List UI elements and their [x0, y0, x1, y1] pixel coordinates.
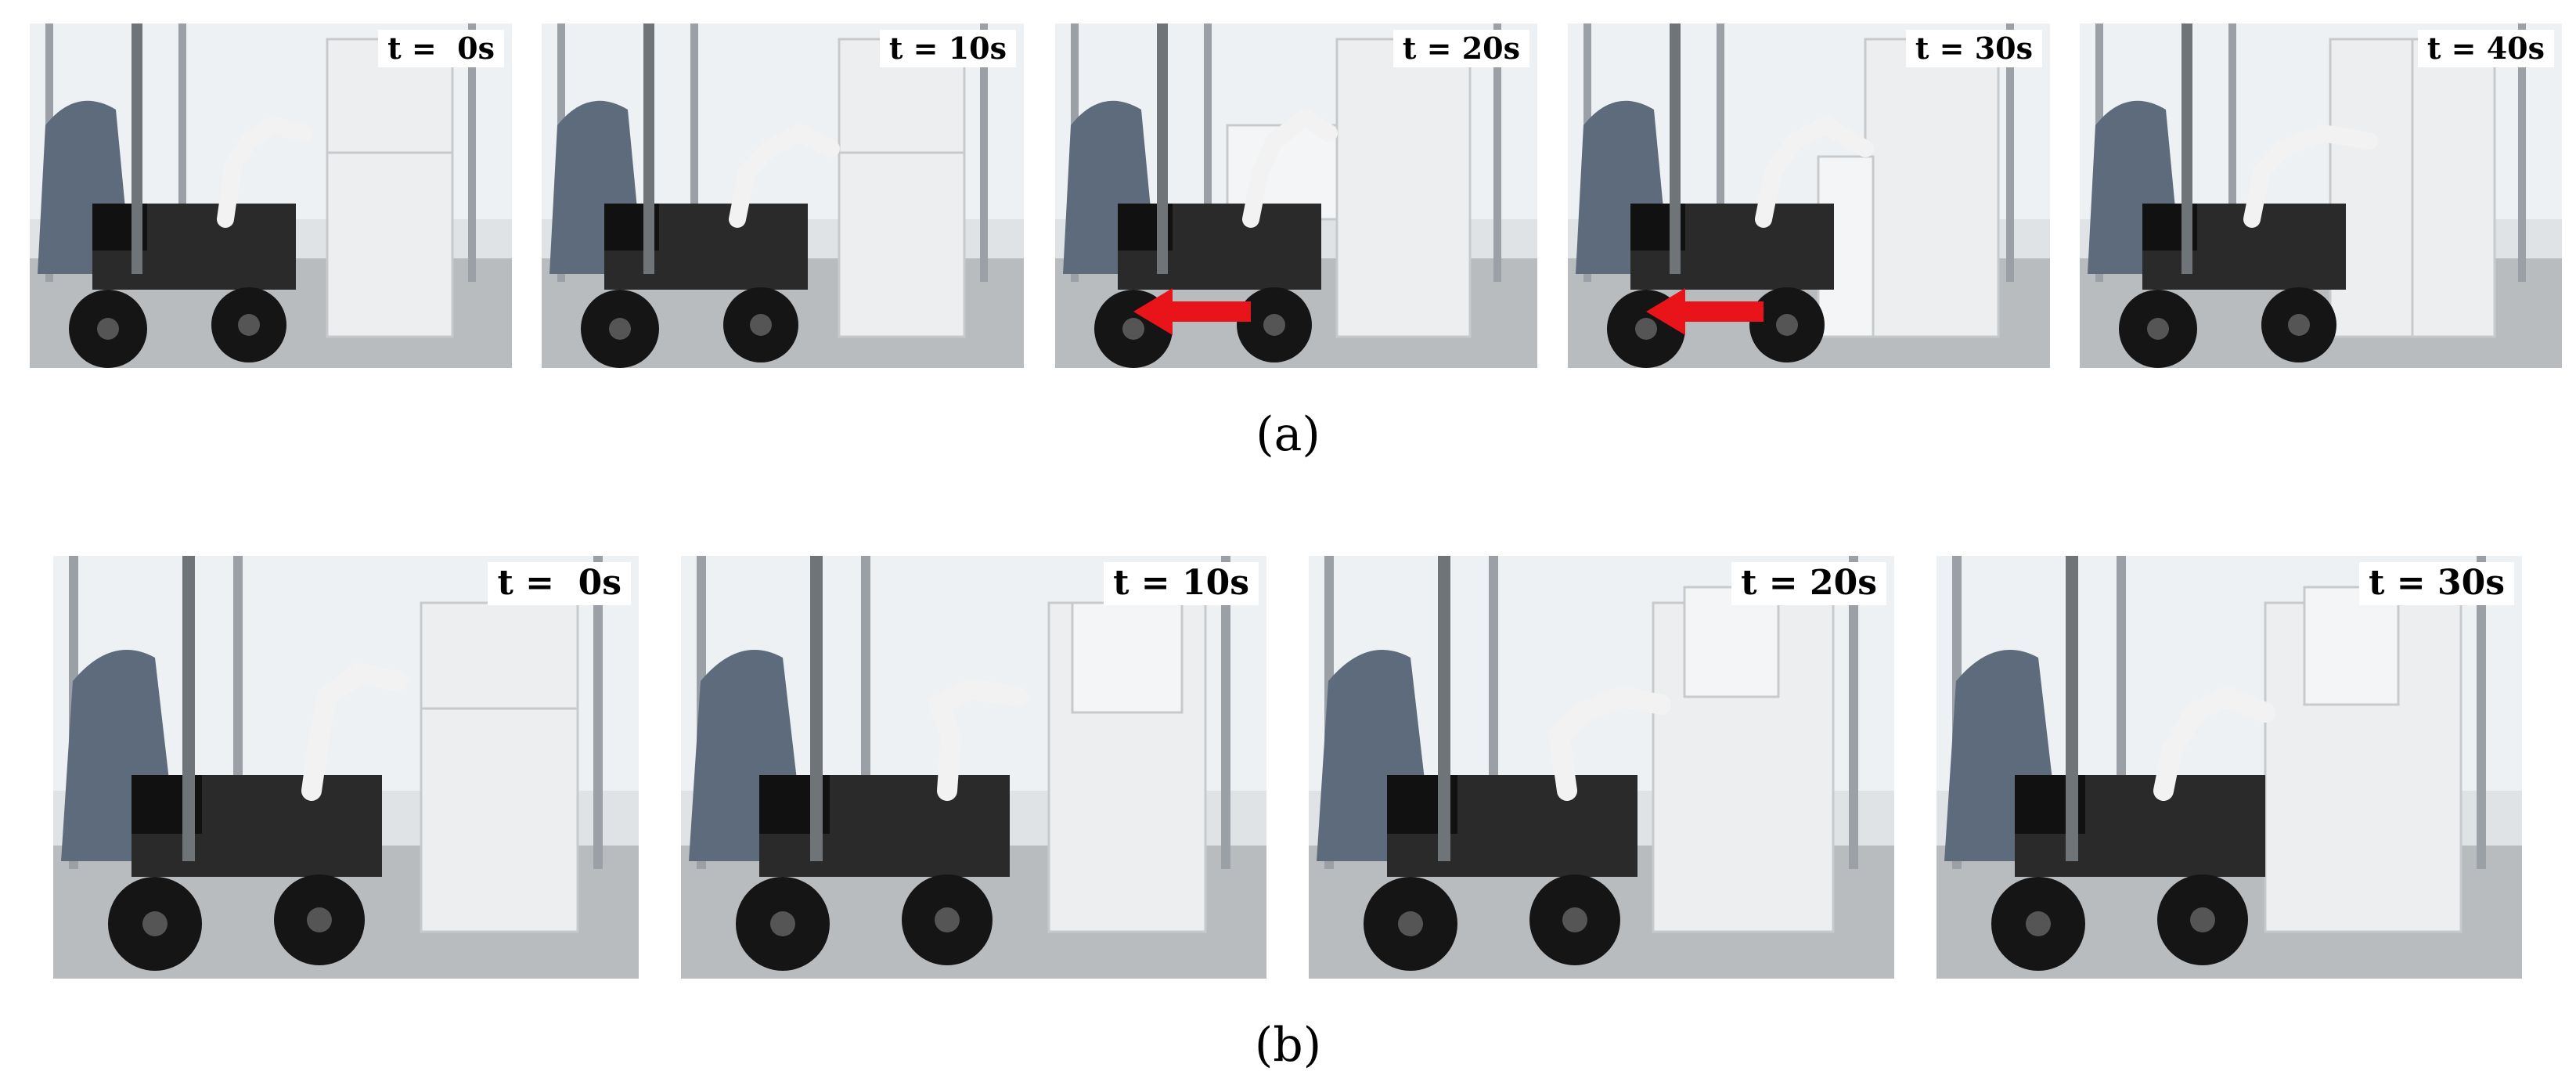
scene-image	[542, 23, 1024, 368]
scene-image	[30, 23, 512, 368]
time-label: t = 10s	[879, 30, 1016, 67]
motion-arrow-icon	[1133, 288, 1251, 335]
scene-image	[681, 556, 1266, 979]
caption-b: (b)	[1254, 1018, 1322, 1073]
photo-frame-b-4: t = 30s	[1937, 556, 2522, 979]
time-label: t = 40s	[2417, 30, 2554, 67]
time-label: t = 30s	[1905, 30, 2042, 67]
photo-frame-a-4: t = 30s	[1568, 23, 2050, 368]
photo-frame-b-1: t = 0s	[53, 556, 639, 979]
time-label: t = 0s	[378, 30, 504, 67]
scene-image	[1568, 23, 2050, 368]
time-label: t = 20s	[1392, 30, 1529, 67]
caption-a: (a)	[1256, 407, 1320, 462]
photo-frame-a-2: t = 10s	[542, 23, 1024, 368]
photo-frame-b-3: t = 20s	[1309, 556, 1894, 979]
photo-frame-a-3: t = 20s	[1055, 23, 1537, 368]
scene-image	[2080, 23, 2562, 368]
scene-image	[1937, 556, 2522, 979]
motion-arrow-icon	[1646, 288, 1764, 335]
photo-frame-a-5: t = 40s	[2080, 23, 2562, 368]
scene-image	[1055, 23, 1537, 368]
photo-frame-b-2: t = 10s	[681, 556, 1266, 979]
time-label: t = 20s	[1731, 562, 1886, 605]
row-b: t = 0s t = 10s	[0, 556, 2576, 979]
time-label: t = 0s	[488, 562, 631, 605]
scene-image	[53, 556, 639, 979]
scene-image	[1309, 556, 1894, 979]
time-label: t = 10s	[1104, 562, 1259, 605]
row-a: t = 0s t = 10s	[0, 23, 2576, 368]
time-label: t = 30s	[2359, 562, 2514, 605]
photo-frame-a-1: t = 0s	[30, 23, 512, 368]
